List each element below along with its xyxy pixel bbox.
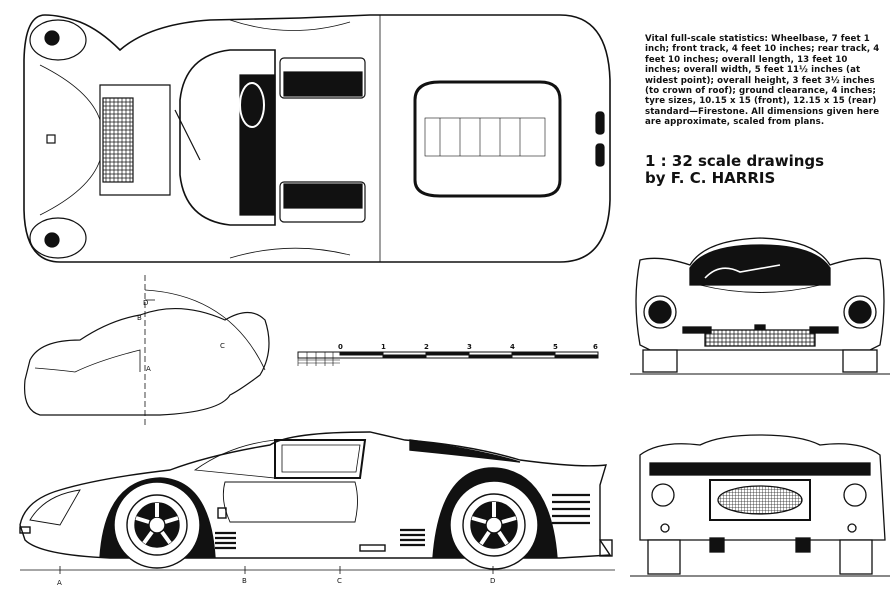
credit-scale: 1 : 32 scale drawings xyxy=(645,152,825,170)
side-view xyxy=(19,431,615,574)
scale-tick-1: 1 xyxy=(381,343,386,351)
section-label-a: A xyxy=(57,579,62,587)
scale-tick-6: 6 xyxy=(593,343,598,351)
svg-text:A: A xyxy=(146,365,151,373)
stats-heading: Vital full-scale statistics: xyxy=(645,34,769,44)
vital-statistics: Vital full-scale statistics: Wheelbase, … xyxy=(645,34,885,128)
section-label-b: B xyxy=(242,577,247,585)
section-label-d: D xyxy=(490,577,495,585)
scale-tick-3: 3 xyxy=(467,343,472,351)
scale-bar-ticks: 0 1 2 3 4 5 6 xyxy=(338,343,598,351)
credit-author: by F. C. HARRIS xyxy=(645,169,776,187)
scale-tick-0: 0 xyxy=(338,343,343,351)
svg-text:D: D xyxy=(143,299,148,307)
profile-section-labels: A B C D xyxy=(57,577,495,587)
rear-view xyxy=(630,434,890,577)
scale-bar xyxy=(297,351,599,366)
scale-tick-5: 5 xyxy=(553,343,558,351)
front-view xyxy=(630,237,890,375)
svg-text:B: B xyxy=(137,314,142,322)
svg-text:C: C xyxy=(220,342,225,350)
section-view: D B C A xyxy=(23,275,270,425)
stats-note: All dimensions given here are approximat… xyxy=(645,106,880,128)
plan-view xyxy=(23,14,611,263)
stats-body: Wheelbase, 7 feet 1 inch; front track, 4… xyxy=(645,34,880,117)
drawing-credit: 1 : 32 scale drawings by F. C. HARRIS xyxy=(645,153,885,187)
scale-tick-2: 2 xyxy=(424,343,429,351)
scale-tick-4: 4 xyxy=(510,343,515,351)
section-label-c: C xyxy=(337,577,342,585)
